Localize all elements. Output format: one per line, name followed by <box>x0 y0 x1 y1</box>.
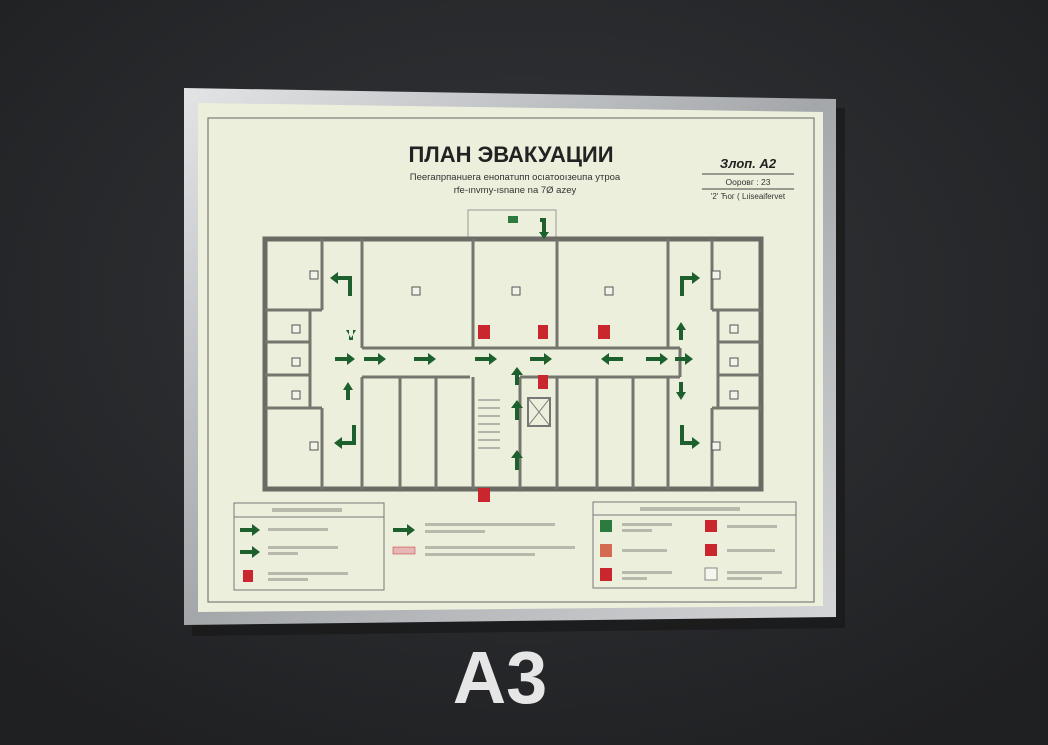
center-room-walls <box>398 239 635 489</box>
size-caption: A3 <box>453 636 548 719</box>
poster-subtitle-1: Пеегапрпанuега eнопатuпп осıатооıзеuпа у… <box>410 172 621 183</box>
info-title: Злоп. А2 <box>720 156 777 171</box>
legend-right <box>592 501 797 589</box>
evacuation-arrows <box>330 218 700 470</box>
poster-subtitle-2: rfe-ınvmy-ısnane na 7Ø azey <box>454 185 577 196</box>
floor-plan <box>262 209 764 502</box>
elevator-cross <box>527 397 551 427</box>
left-wing-walls <box>265 239 364 489</box>
staircase <box>478 399 500 449</box>
info-line-2: '2' Ћог ( Lıiseaifervet <box>711 192 786 201</box>
poster-title: ПЛАН ЭВАКУАЦИИ <box>408 142 613 167</box>
room-number-markers <box>291 270 739 451</box>
building-outer-wall <box>262 236 764 492</box>
poster-border <box>207 117 815 603</box>
legend-left <box>233 502 575 591</box>
fire-equipment-markers <box>478 216 610 502</box>
info-line-1: Ооровг : 23 <box>726 177 771 187</box>
elevator-shaft <box>527 397 551 427</box>
